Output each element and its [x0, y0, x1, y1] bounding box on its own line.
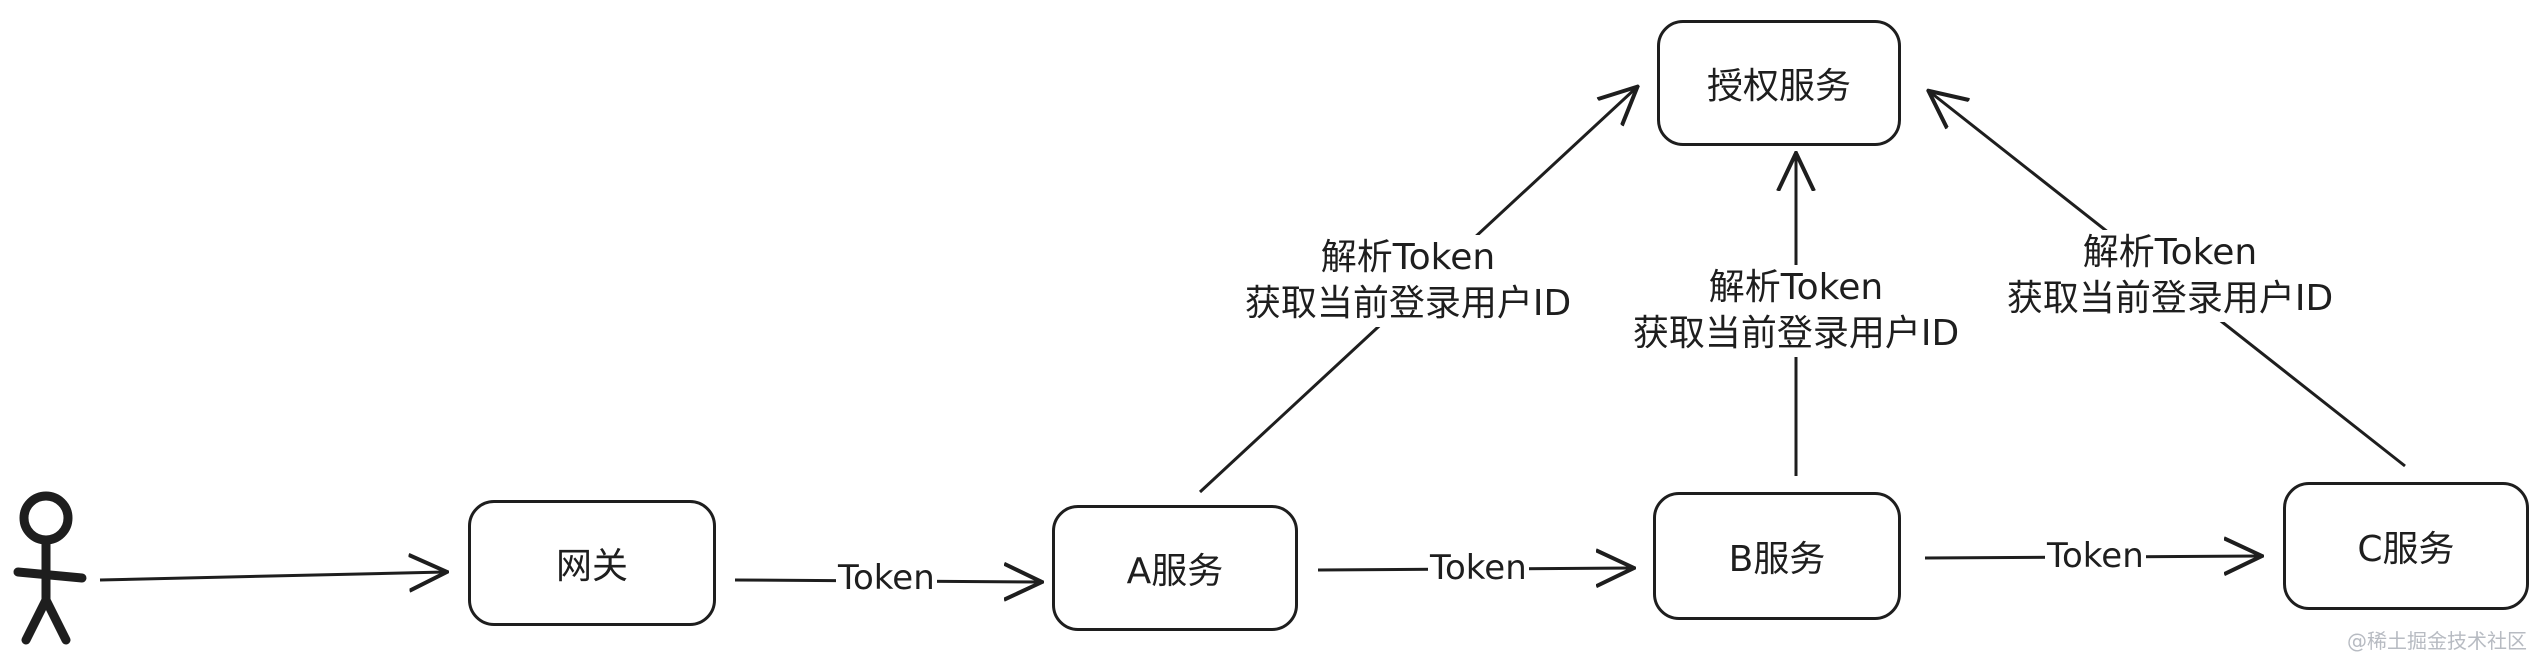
parse-label-a-line2: 获取当前登录用户ID	[1244, 283, 1572, 324]
service-b-node: B服务	[1653, 492, 1901, 620]
parse-label-b-line2: 获取当前登录用户ID	[1632, 313, 1960, 354]
parse-label-b-line1: 解析Token	[1708, 267, 1884, 308]
service-c-node: C服务	[2283, 482, 2529, 610]
gateway-label: 网关	[555, 546, 628, 587]
token-label-b-c: Token	[2045, 536, 2146, 576]
token-label-gateway-a: Token	[836, 558, 937, 598]
arrow-user-to-gateway	[99, 572, 445, 580]
token-label-a-b: Token	[1428, 548, 1529, 588]
parse-label-c: 解析Token 获取当前登录用户ID	[1990, 230, 2350, 322]
service-a-label: A服务	[1126, 551, 1224, 592]
parse-label-a: 解析Token 获取当前登录用户ID	[1238, 235, 1578, 327]
user-figure-icon	[13, 491, 87, 645]
watermark: @稀土掘金技术社区	[2347, 629, 2527, 653]
service-a-node: A服务	[1052, 505, 1298, 631]
gateway-node: 网关	[468, 500, 716, 626]
service-b-label: B服务	[1728, 539, 1826, 580]
auth-service-label: 授权服务	[1706, 66, 1851, 107]
parse-label-a-line1: 解析Token	[1320, 237, 1496, 278]
parse-label-c-line1: 解析Token	[2082, 232, 2258, 273]
service-c-label: C服务	[2357, 529, 2455, 570]
auth-service-node: 授权服务	[1657, 20, 1901, 146]
parse-label-b: 解析Token 获取当前登录用户ID	[1618, 265, 1974, 357]
parse-label-c-line2: 获取当前登录用户ID	[2006, 278, 2334, 319]
